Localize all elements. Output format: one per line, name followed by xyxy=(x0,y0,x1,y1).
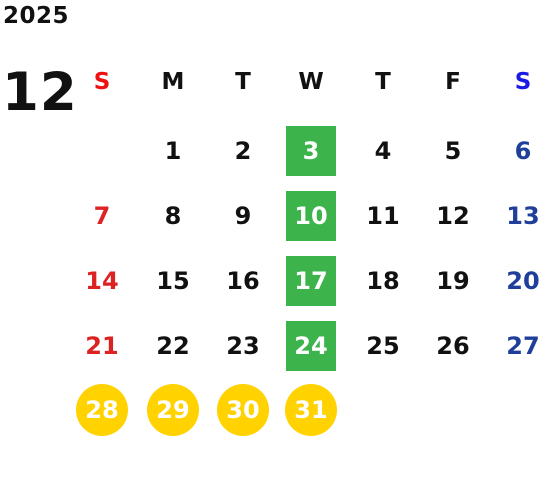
day-cell-19[interactable]: 19 xyxy=(436,267,470,295)
day-cell-18[interactable]: 18 xyxy=(366,267,400,295)
day-cell-7[interactable]: 7 xyxy=(93,202,111,230)
day-cell-24[interactable]: 24 xyxy=(286,321,336,371)
weekday-wed: W xyxy=(298,69,324,95)
day-cell-5[interactable]: 5 xyxy=(444,137,462,165)
month-number: 12 xyxy=(2,62,78,123)
day-cell-10[interactable]: 10 xyxy=(286,191,336,241)
day-cell-8[interactable]: 8 xyxy=(164,202,182,230)
day-cell-29[interactable]: 29 xyxy=(147,384,199,436)
day-cell-14[interactable]: 14 xyxy=(85,267,119,295)
weekday-fri: F xyxy=(445,69,461,95)
day-cell-2[interactable]: 2 xyxy=(234,137,252,165)
weekday-mon: M xyxy=(161,69,185,95)
day-cell-16[interactable]: 16 xyxy=(226,267,260,295)
day-cell-21[interactable]: 21 xyxy=(85,332,119,360)
day-cell-27[interactable]: 27 xyxy=(506,332,540,360)
day-cell-11[interactable]: 11 xyxy=(366,202,400,230)
day-cell-20[interactable]: 20 xyxy=(506,267,540,295)
day-cell-17[interactable]: 17 xyxy=(286,256,336,306)
day-cell-12[interactable]: 12 xyxy=(436,202,470,230)
day-cell-23[interactable]: 23 xyxy=(226,332,260,360)
day-cell-30[interactable]: 30 xyxy=(217,384,269,436)
day-cell-3[interactable]: 3 xyxy=(286,126,336,176)
day-cell-25[interactable]: 25 xyxy=(366,332,400,360)
weekday-sun: S xyxy=(93,69,111,95)
year-label: 2025 xyxy=(3,3,70,29)
weekday-thu: T xyxy=(375,69,391,95)
day-cell-31[interactable]: 31 xyxy=(285,384,337,436)
weekday-tue: T xyxy=(235,69,251,95)
day-cell-22[interactable]: 22 xyxy=(156,332,190,360)
day-cell-28[interactable]: 28 xyxy=(76,384,128,436)
day-cell-4[interactable]: 4 xyxy=(374,137,392,165)
day-cell-6[interactable]: 6 xyxy=(514,137,532,165)
day-cell-9[interactable]: 9 xyxy=(234,202,252,230)
day-cell-26[interactable]: 26 xyxy=(436,332,470,360)
weekday-sat: S xyxy=(514,69,532,95)
day-cell-15[interactable]: 15 xyxy=(156,267,190,295)
day-cell-1[interactable]: 1 xyxy=(164,137,182,165)
day-cell-13[interactable]: 13 xyxy=(506,202,540,230)
